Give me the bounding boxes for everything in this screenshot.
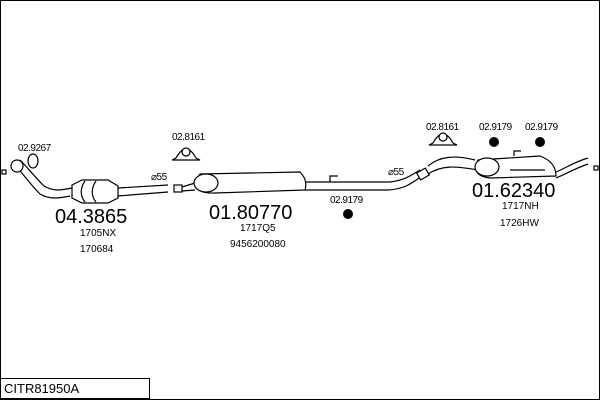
accessory-label: 02.9179 bbox=[330, 195, 364, 206]
part-number: 01.62340 bbox=[472, 180, 555, 202]
diagram-code: CITR81950A bbox=[0, 378, 150, 399]
rubber-mount-icon bbox=[489, 137, 499, 147]
accessory-label: 02.9267 bbox=[18, 143, 52, 154]
accessory-label: 02.9179 bbox=[525, 122, 559, 133]
oem-number: 1717Q5 bbox=[240, 223, 276, 234]
part-number: 04.3865 bbox=[55, 206, 127, 228]
diameter-label: ⌀55 bbox=[151, 172, 168, 183]
oem-number: 170684 bbox=[80, 244, 114, 255]
hanger-icon bbox=[171, 147, 201, 161]
accessory-label: 02.8161 bbox=[172, 132, 206, 143]
accessory-ring-icon bbox=[27, 153, 39, 169]
rear-silencer-drawing bbox=[415, 150, 599, 181]
oem-number: 1726HW bbox=[500, 218, 539, 229]
diameter-label: ⌀55 bbox=[388, 167, 405, 178]
accessory-label: 02.8161 bbox=[426, 122, 460, 133]
oem-number: 1717NH bbox=[502, 201, 539, 212]
catalytic-converter-drawing bbox=[1, 159, 169, 204]
oem-number: 9456200080 bbox=[230, 239, 286, 250]
hanger-icon bbox=[428, 132, 458, 146]
oem-number: 1705NX bbox=[80, 228, 116, 239]
part-number: 01.80770 bbox=[209, 202, 292, 224]
front-silencer-drawing bbox=[173, 169, 423, 194]
rubber-mount-icon bbox=[343, 209, 353, 219]
accessory-label: 02.9179 bbox=[479, 122, 513, 133]
rubber-mount-icon bbox=[535, 137, 545, 147]
